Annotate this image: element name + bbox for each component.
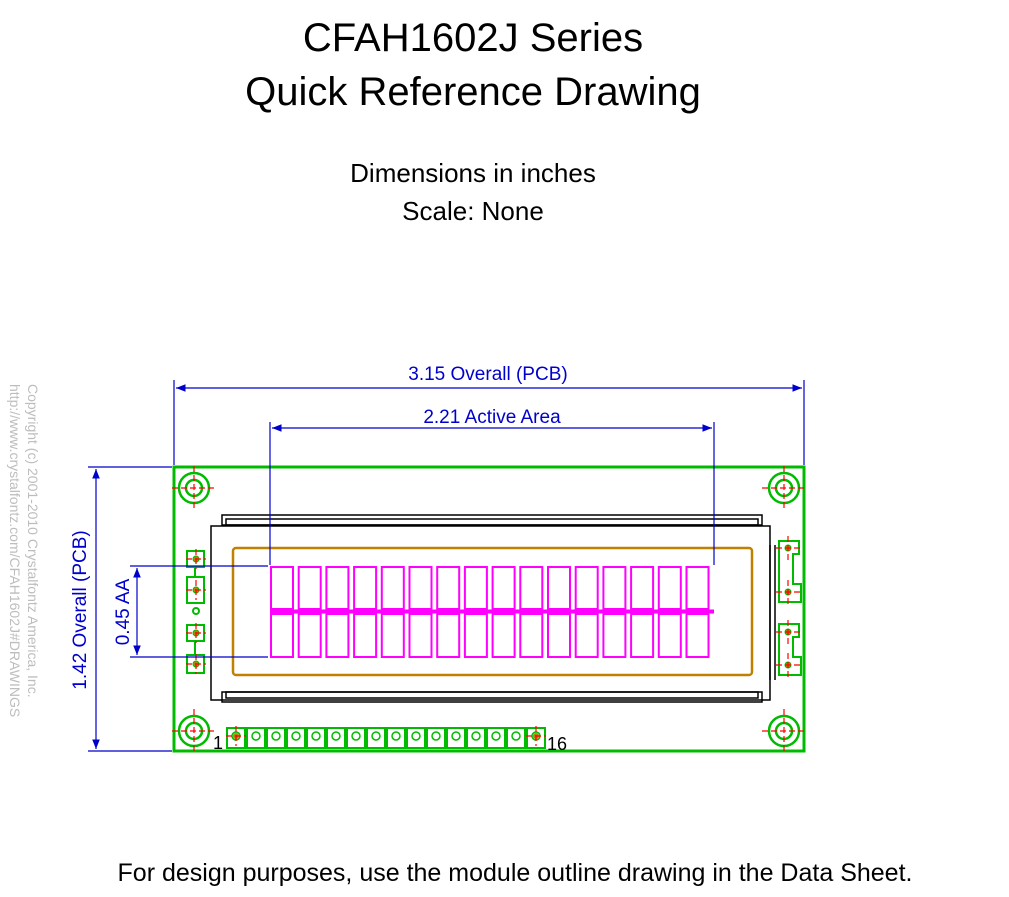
character-cell <box>685 613 710 658</box>
character-cell <box>630 613 655 658</box>
overall-height-label: 1.42 Overall (PCB) <box>70 530 91 689</box>
overall-width-dimension <box>173 380 805 465</box>
header-pin <box>506 727 526 749</box>
header-pin <box>406 727 426 749</box>
footer-note: For design purposes, use the module outl… <box>117 859 913 887</box>
character-cell <box>380 613 405 658</box>
header-pin <box>326 727 346 749</box>
character-cell <box>325 613 350 658</box>
character-cell <box>574 613 599 658</box>
right-contact-marks <box>776 536 800 677</box>
mounting-holes <box>172 466 806 753</box>
character-cell <box>270 613 294 658</box>
pin-hole <box>451 731 461 741</box>
character-cell <box>436 566 461 610</box>
header-pins <box>226 726 546 749</box>
header-pin <box>426 727 446 749</box>
header-pin <box>346 727 366 749</box>
character-cell <box>436 613 461 658</box>
character-cell <box>408 566 433 610</box>
character-cell <box>602 613 627 658</box>
pin-hole <box>511 731 521 741</box>
title-line-2: Quick Reference Drawing <box>245 70 701 114</box>
pin-hole <box>471 731 481 741</box>
right-contacts <box>778 540 802 676</box>
viewing-area <box>231 546 754 677</box>
pcb-outline <box>172 465 806 753</box>
pin-hole <box>371 731 381 741</box>
character-cell <box>519 566 544 610</box>
character-cell <box>380 566 405 610</box>
character-cell <box>463 566 488 610</box>
character-cell <box>657 566 682 610</box>
pin-hole <box>431 731 441 741</box>
character-cell <box>547 613 571 658</box>
character-cell <box>297 566 322 610</box>
active-height-dimension <box>130 565 268 658</box>
lcd-frame <box>210 514 776 703</box>
character-cell <box>547 566 571 610</box>
header-pin <box>246 727 266 749</box>
header-pin <box>386 727 406 749</box>
character-cell <box>519 613 544 658</box>
header-pin <box>266 727 286 749</box>
title-line-1: CFAH1602J Series <box>302 16 644 60</box>
character-grid <box>270 566 714 658</box>
header-pin <box>466 727 486 749</box>
pin-hole <box>251 731 261 741</box>
left-contact-marks <box>186 549 206 674</box>
pin-hole <box>411 731 421 741</box>
pin-hole <box>311 731 321 741</box>
pin-hole <box>351 731 361 741</box>
character-cell <box>491 566 516 610</box>
pin-1-label: 1 <box>213 733 223 753</box>
units-note: Dimensions in inches <box>350 158 596 188</box>
active-height-label: 0.45 AA <box>113 578 134 645</box>
character-cell <box>325 566 350 610</box>
character-cell <box>408 613 433 658</box>
character-cell <box>657 613 682 658</box>
character-cell <box>463 613 488 658</box>
character-cell <box>297 613 322 658</box>
character-cell <box>491 613 516 658</box>
pin-hole <box>291 731 301 741</box>
pin-16-label: 16 <box>547 734 567 754</box>
character-cell <box>270 566 294 610</box>
header-pin <box>486 727 506 749</box>
overall-width-label: 3.15 Overall (PCB) <box>408 364 567 385</box>
overall-height-dimension <box>88 466 172 752</box>
active-width-dimension <box>269 422 715 565</box>
scale-note: Scale: None <box>402 196 544 226</box>
pin-hole <box>271 731 281 741</box>
character-cell <box>353 613 378 658</box>
pin-hole <box>491 731 501 741</box>
header-pin <box>286 727 306 749</box>
character-cell <box>630 566 655 610</box>
header-pin <box>366 727 386 749</box>
pin-hole <box>391 731 401 741</box>
active-width-label: 2.21 Active Area <box>423 407 561 428</box>
character-cell <box>602 566 627 610</box>
pin-hole <box>331 731 341 741</box>
character-cell <box>574 566 599 610</box>
character-cell <box>685 566 710 610</box>
header-pin <box>446 727 466 749</box>
header-pin <box>306 727 326 749</box>
character-cell <box>353 566 378 610</box>
